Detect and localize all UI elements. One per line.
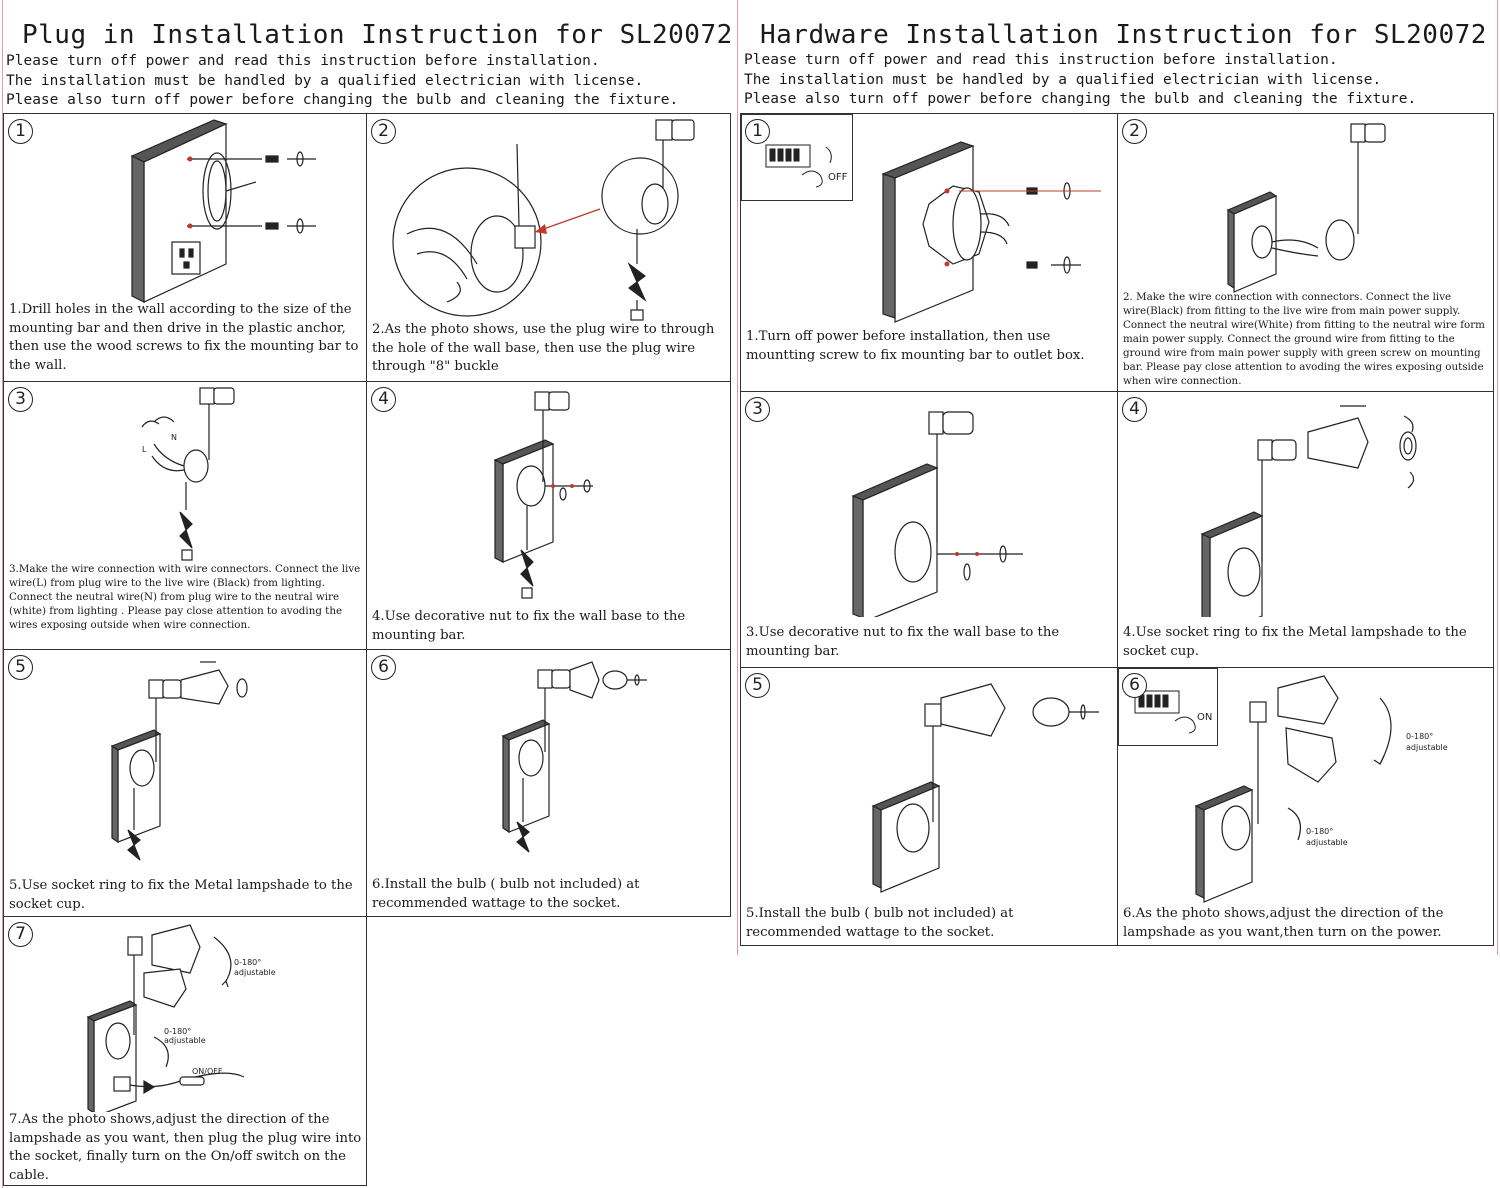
on-label: ON — [1197, 712, 1213, 723]
plug-step-2-illustration — [392, 119, 695, 321]
step-caption: 3.Use decorative nut to fix the wall bas… — [746, 625, 1060, 659]
step-caption: 6.As the photo shows,adjust the directio… — [1123, 906, 1444, 940]
step-number: 3 — [745, 397, 770, 422]
step-caption: 5.Install the bulb ( bulb not included) … — [746, 906, 1014, 940]
hardware-intro-line: Please turn off power and read this inst… — [744, 52, 1338, 68]
step-number: 2 — [371, 119, 396, 144]
adjustable-label: adjustable — [234, 968, 276, 977]
step-caption: 7.As the photo shows,adjust the directio… — [9, 1112, 362, 1183]
page-divider-center — [737, 0, 738, 955]
plug-title: Plug in Installation Instruction for SL2… — [22, 20, 733, 50]
on-off-label: ON/OFF — [192, 1067, 223, 1076]
step-caption: 5.Use socket ring to fix the Metal lamps… — [9, 878, 353, 912]
off-label: OFF — [828, 172, 848, 183]
hardware-step-5-illustration — [871, 683, 1099, 893]
plug-step-4: 4 4.Use decorative nut to fix the wall b… — [366, 381, 731, 650]
hardware-intro: Please turn off power and read this inst… — [744, 51, 1416, 110]
page-divider-left — [2, 0, 3, 1188]
step-number: 2 — [1122, 119, 1147, 144]
step-number: 6 — [371, 655, 396, 680]
step-number: 1 — [8, 119, 33, 144]
hardware-step-4-illustration — [1200, 405, 1417, 617]
hardware-step-1: OFF 1 1.Turn off power before installati… — [740, 113, 1118, 392]
hardware-step-3-illustration — [851, 411, 1023, 617]
plug-step-7-illustration: 0-180° adjustable 0-180° adjustable ON/O… — [86, 924, 276, 1112]
hardware-step-6-illustration: 0-180° adjustable 0-180° adjustable — [1194, 675, 1448, 903]
adjust-range-label: 0-180° — [234, 958, 261, 967]
neutral-label: N — [171, 433, 177, 442]
plug-step-2: 2 2.As the photo shows, use the plug wir… — [366, 113, 731, 382]
step-caption: 4.Use socket ring to fix the Metal lamps… — [1123, 625, 1467, 659]
hardware-intro-line: Please also turn off power before changi… — [744, 91, 1417, 107]
plug-intro-line: Please also turn off power before changi… — [6, 92, 679, 108]
step-number: 4 — [1122, 397, 1147, 422]
plug-step-7: 7 0-180° adjustable 0-180° adjustable ON… — [3, 916, 367, 1186]
adjust-range-label: 0-180° — [1406, 732, 1433, 741]
hardware-step-1-illustration — [881, 141, 1101, 323]
step-number: 3 — [8, 387, 33, 412]
step-number: 7 — [8, 922, 33, 947]
step-caption: 3.Make the wire connection with wire con… — [9, 563, 361, 631]
adjustable-label: adjustable — [1406, 743, 1448, 752]
step-caption: 2. Make the wire connection with connect… — [1123, 291, 1485, 387]
step-number: 5 — [745, 673, 770, 698]
plug-step-1-illustration — [130, 119, 316, 303]
plug-intro-line: Please turn off power and read this inst… — [6, 53, 600, 69]
adjustable-label: adjustable — [1306, 838, 1348, 847]
plug-step-3: 3 L N 3.Make the wire connection with wi… — [3, 381, 367, 650]
step-number: 5 — [8, 655, 33, 680]
plug-step-5: 5 5.Use socket ring to fix the Metal lam… — [3, 649, 367, 917]
breaker-off-icon — [765, 144, 832, 188]
step-caption: 6.Install the bulb ( bulb not included) … — [372, 877, 640, 911]
hardware-step-5: 5 5.Install the bulb ( bulb not included… — [740, 667, 1118, 946]
hardware-step-2-illustration — [1226, 123, 1386, 293]
adjust-range-label: 0-180° — [164, 1027, 191, 1036]
plug-intro: Please turn off power and read this inst… — [6, 52, 678, 111]
plug-step-4-illustration — [493, 391, 593, 599]
hardware-step-4: 4 4.Use socket ring to fix the Metal lam… — [1117, 391, 1494, 668]
plug-intro-line: The installation must be handled by a qu… — [6, 72, 644, 89]
step-number: 6 — [1122, 673, 1147, 698]
page-divider-right — [1497, 0, 1498, 955]
step-number: 1 — [745, 119, 770, 144]
step-caption: 2.As the photo shows, use the plug wire … — [372, 322, 715, 374]
plug-step-6: 6 6.Install the bulb ( bulb not included… — [366, 649, 731, 917]
step-caption: 4.Use decorative nut to fix the wall bas… — [372, 609, 686, 643]
plug-step-1: 1 1.Drill holes in the wall according to… — [3, 113, 367, 382]
plug-step-6-illustration — [501, 661, 647, 853]
hardware-title: Hardware Installation Instruction for SL… — [760, 20, 1487, 50]
step-caption: 1.Drill holes in the wall according to t… — [9, 302, 359, 373]
adjust-range-label: 0-180° — [1306, 827, 1333, 836]
step-caption: 1.Turn off power before installation, th… — [746, 329, 1085, 363]
plug-step-5-illustration — [110, 661, 248, 861]
hardware-step-6: ON 6 0-180° adjustable 0-180° adjustable… — [1117, 667, 1494, 946]
step-number: 4 — [371, 387, 396, 412]
power-off-inset: OFF — [741, 114, 853, 201]
adjustable-label: adjustable — [164, 1036, 206, 1045]
hardware-step-3: 3 3.Use decorative nut to fix the wall b… — [740, 391, 1118, 668]
plug-step-3-illustration: L N — [141, 387, 235, 561]
hardware-step-2: 2 2. Make the wire connection with conne… — [1117, 113, 1494, 392]
hardware-intro-line: The installation must be handled by a qu… — [744, 71, 1382, 88]
live-label: L — [142, 445, 147, 454]
